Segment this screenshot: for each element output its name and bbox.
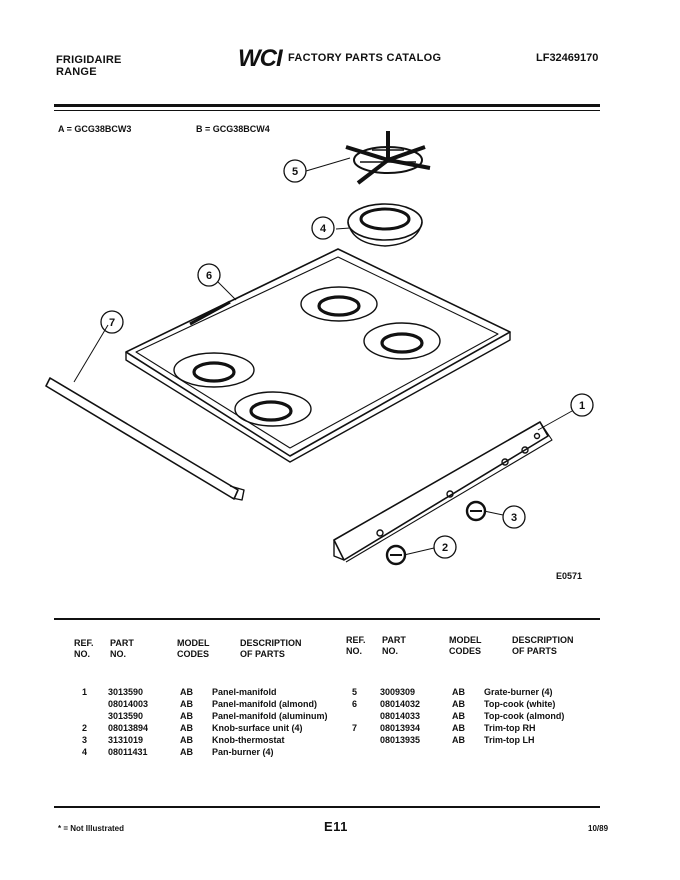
callout-7: 7 xyxy=(109,317,115,329)
brand-name: FRIGIDAIRE xyxy=(56,54,122,66)
callout-4-circle xyxy=(311,216,335,240)
callout-6: 6 xyxy=(206,270,212,282)
catalog-date: 10/89 xyxy=(588,824,609,833)
callout-2-circle xyxy=(433,535,457,559)
callout-5: 5 xyxy=(292,166,298,178)
logo-text: WCI xyxy=(238,45,284,70)
callout-2: 2 xyxy=(442,542,448,554)
callout-1: 1 xyxy=(579,400,585,412)
burner-well-rear-left xyxy=(173,352,255,388)
surface-knob-part xyxy=(385,544,407,566)
burner-well-front-right xyxy=(363,322,441,360)
burner-well-front-left xyxy=(234,391,312,427)
burner-grate-part xyxy=(345,131,431,185)
not-illustrated-note: * = Not Illustrated xyxy=(58,824,125,833)
header-rule-thin xyxy=(54,110,600,111)
exploded-parts-diagram: 1 2 3 4 5 6 7 xyxy=(45,131,594,566)
product-type: RANGE xyxy=(56,66,97,78)
callout-3: 3 xyxy=(511,512,517,524)
catalog-title: FACTORY PARTS CATALOG xyxy=(288,52,442,64)
table-bottom-rule xyxy=(54,806,600,808)
callout-1-circle xyxy=(570,393,594,417)
trim-strip-part xyxy=(45,377,245,501)
ref-no-header-right: REF.NO. xyxy=(346,635,366,656)
model-a: A = GCG38BCW3 xyxy=(58,124,132,134)
callout-7-circle xyxy=(100,310,124,334)
callout-5-circle xyxy=(283,159,307,183)
doc-number: LF32469170 xyxy=(536,52,599,64)
thermostat-knob-part xyxy=(465,500,487,522)
ref-no-header-left: REF.NO. xyxy=(74,638,94,659)
callout-6-circle xyxy=(197,263,221,287)
figure-code: E0571 xyxy=(556,571,583,581)
callout-4: 4 xyxy=(320,223,327,235)
page-number: E11 xyxy=(324,819,348,834)
burner-pan-part xyxy=(347,203,423,247)
cooktop-part xyxy=(125,248,511,463)
header-rule-thick xyxy=(54,104,600,107)
wci-logo: WCI xyxy=(238,44,286,75)
table-top-rule xyxy=(54,618,600,620)
burner-well-rear-right xyxy=(300,286,378,322)
manifold-panel-part xyxy=(333,421,553,563)
callout-3-circle xyxy=(502,505,526,529)
brand-block: FRIGIDAIRE RANGE xyxy=(56,54,122,78)
callout-leader-lines xyxy=(73,157,573,556)
model-b: B = GCG38BCW4 xyxy=(196,124,270,134)
